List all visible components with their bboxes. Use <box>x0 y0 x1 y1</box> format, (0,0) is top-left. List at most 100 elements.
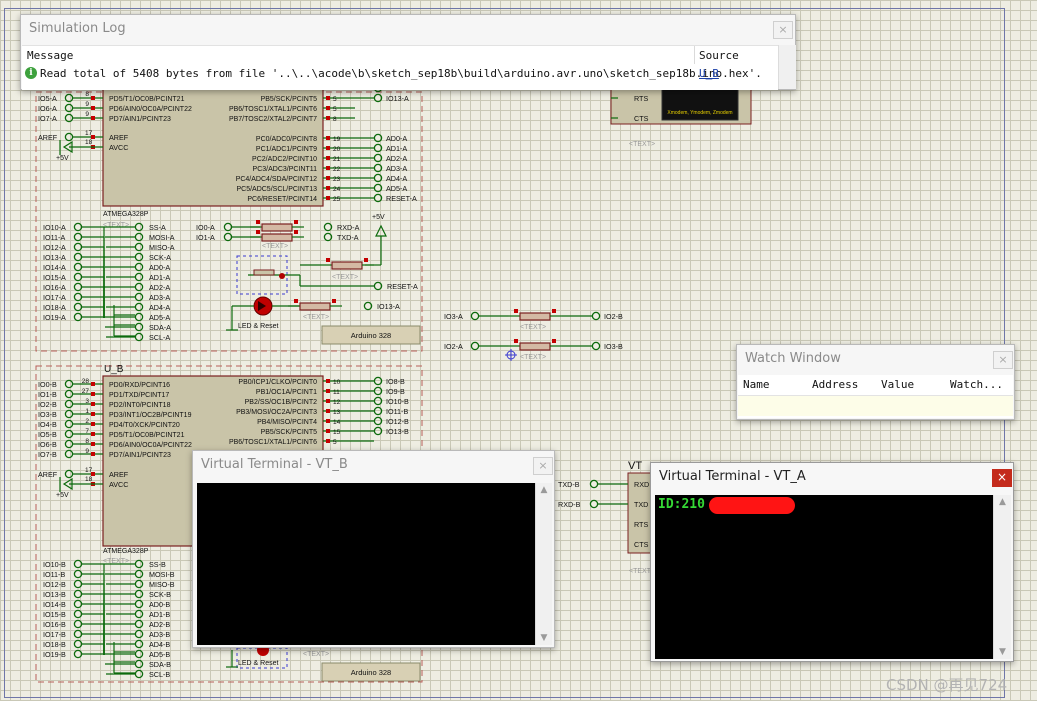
pin-terminal[interactable] <box>373 416 383 426</box>
virtual-terminal-vt-a[interactable]: Virtual Terminal - VT_A × ID:210 ▲ ▼ <box>650 462 1014 662</box>
pin-terminal[interactable] <box>134 282 144 292</box>
pin-terminal[interactable] <box>373 193 383 203</box>
pin-terminal[interactable] <box>373 376 383 386</box>
pin-terminal[interactable] <box>64 439 74 449</box>
pin-terminal[interactable] <box>323 222 333 232</box>
pin-terminal[interactable] <box>470 311 480 321</box>
pin-terminal[interactable] <box>73 312 83 322</box>
pin-terminal[interactable] <box>64 389 74 399</box>
pin-terminal[interactable] <box>373 153 383 163</box>
chevron-down-icon[interactable]: ▼ <box>540 633 548 643</box>
pin-terminal[interactable] <box>323 232 333 242</box>
vt-a-screen[interactable]: ID:210 <box>655 495 993 659</box>
pin-terminal[interactable] <box>134 312 144 322</box>
pin-terminal[interactable] <box>134 649 144 659</box>
pin-terminal[interactable] <box>64 113 74 123</box>
pin-terminal[interactable] <box>470 341 480 351</box>
log-source-link[interactable]: U_B <box>699 67 719 80</box>
vt-b-scrollbar[interactable]: ▲ ▼ <box>535 483 552 645</box>
vt-b-screen[interactable] <box>197 483 535 645</box>
pin-terminal[interactable] <box>73 222 83 232</box>
pin-terminal[interactable] <box>73 649 83 659</box>
pin-terminal[interactable] <box>73 282 83 292</box>
pin-terminal[interactable] <box>373 396 383 406</box>
watch-col-value[interactable]: Value <box>881 378 915 391</box>
pin-terminal[interactable] <box>589 479 599 489</box>
pin-terminal[interactable] <box>363 301 373 311</box>
pin-terminal[interactable] <box>73 242 83 252</box>
pin-terminal[interactable] <box>73 252 83 262</box>
log-row[interactable]: i Read total of 5408 bytes from file '..… <box>22 65 778 83</box>
vt-a-scrollbar[interactable]: ▲ ▼ <box>993 495 1011 659</box>
pin-terminal[interactable] <box>134 569 144 579</box>
pin-terminal[interactable] <box>134 559 144 569</box>
pin-terminal[interactable] <box>64 399 74 409</box>
pin-terminal[interactable] <box>73 639 83 649</box>
pin-terminal[interactable] <box>134 292 144 302</box>
pin-terminal[interactable] <box>373 143 383 153</box>
pin-terminal[interactable] <box>373 406 383 416</box>
pin-terminal[interactable] <box>64 93 74 103</box>
pin-terminal[interactable] <box>64 409 74 419</box>
pin-terminal[interactable] <box>373 426 383 436</box>
pin-terminal[interactable] <box>134 609 144 619</box>
pin-terminal[interactable] <box>73 629 83 639</box>
pin-terminal[interactable] <box>134 322 144 332</box>
pin-terminal[interactable] <box>223 232 233 242</box>
pin-terminal[interactable] <box>591 341 601 351</box>
pin-terminal[interactable] <box>134 619 144 629</box>
pin-terminal[interactable] <box>134 332 144 342</box>
pin-terminal[interactable] <box>134 222 144 232</box>
pin-terminal[interactable] <box>73 302 83 312</box>
pin-terminal[interactable] <box>73 292 83 302</box>
pin-terminal[interactable] <box>134 232 144 242</box>
pin-terminal[interactable] <box>223 222 233 232</box>
pin-terminal[interactable] <box>134 669 144 679</box>
pin-terminal[interactable] <box>589 499 599 509</box>
pin-terminal[interactable] <box>373 163 383 173</box>
log-scrollbar[interactable] <box>778 45 796 89</box>
pin-terminal[interactable] <box>73 232 83 242</box>
pin-terminal[interactable] <box>591 311 601 321</box>
pin-terminal[interactable] <box>134 272 144 282</box>
pin-terminal[interactable] <box>73 272 83 282</box>
chevron-up-icon[interactable]: ▲ <box>540 485 548 495</box>
pin-terminal[interactable] <box>64 379 74 389</box>
pin-terminal[interactable] <box>64 132 74 142</box>
pin-terminal[interactable] <box>134 659 144 669</box>
watch-col-name[interactable]: Name <box>743 378 770 391</box>
pin-terminal[interactable] <box>134 629 144 639</box>
pin-terminal[interactable] <box>73 589 83 599</box>
watch-col-watch[interactable]: Watch... <box>950 378 1003 391</box>
pin-terminal[interactable] <box>134 589 144 599</box>
chevron-up-icon[interactable]: ▲ <box>999 497 1006 507</box>
pin-terminal[interactable] <box>134 599 144 609</box>
pin-terminal[interactable] <box>73 619 83 629</box>
pin-terminal[interactable] <box>73 599 83 609</box>
pin-terminal[interactable] <box>73 609 83 619</box>
pin-terminal[interactable] <box>134 252 144 262</box>
pin-terminal[interactable] <box>73 559 83 569</box>
close-icon[interactable]: × <box>993 351 1013 369</box>
pin-terminal[interactable] <box>134 242 144 252</box>
pin-terminal[interactable] <box>373 183 383 193</box>
virtual-terminal-vt-b[interactable]: Virtual Terminal - VT_B × ▲ ▼ <box>192 450 555 648</box>
log-col-message[interactable]: Message <box>27 49 74 62</box>
pin-terminal[interactable] <box>134 262 144 272</box>
simulation-log-window[interactable]: Simulation Log × Message Source i Read t… <box>20 14 796 90</box>
pin-terminal[interactable] <box>64 429 74 439</box>
pin-terminal[interactable] <box>373 281 383 291</box>
pin-terminal[interactable] <box>134 579 144 589</box>
pin-terminal[interactable] <box>64 469 74 479</box>
pin-terminal[interactable] <box>64 419 74 429</box>
pin-terminal[interactable] <box>64 103 74 113</box>
pin-terminal[interactable] <box>73 569 83 579</box>
chevron-down-icon[interactable]: ▼ <box>999 647 1006 657</box>
pin-terminal[interactable] <box>373 386 383 396</box>
watch-empty-row[interactable] <box>738 396 1013 416</box>
pin-terminal[interactable] <box>134 639 144 649</box>
close-icon[interactable]: × <box>992 469 1012 487</box>
pin-terminal[interactable] <box>373 173 383 183</box>
pin-terminal[interactable] <box>134 302 144 312</box>
close-icon[interactable]: × <box>533 457 553 475</box>
